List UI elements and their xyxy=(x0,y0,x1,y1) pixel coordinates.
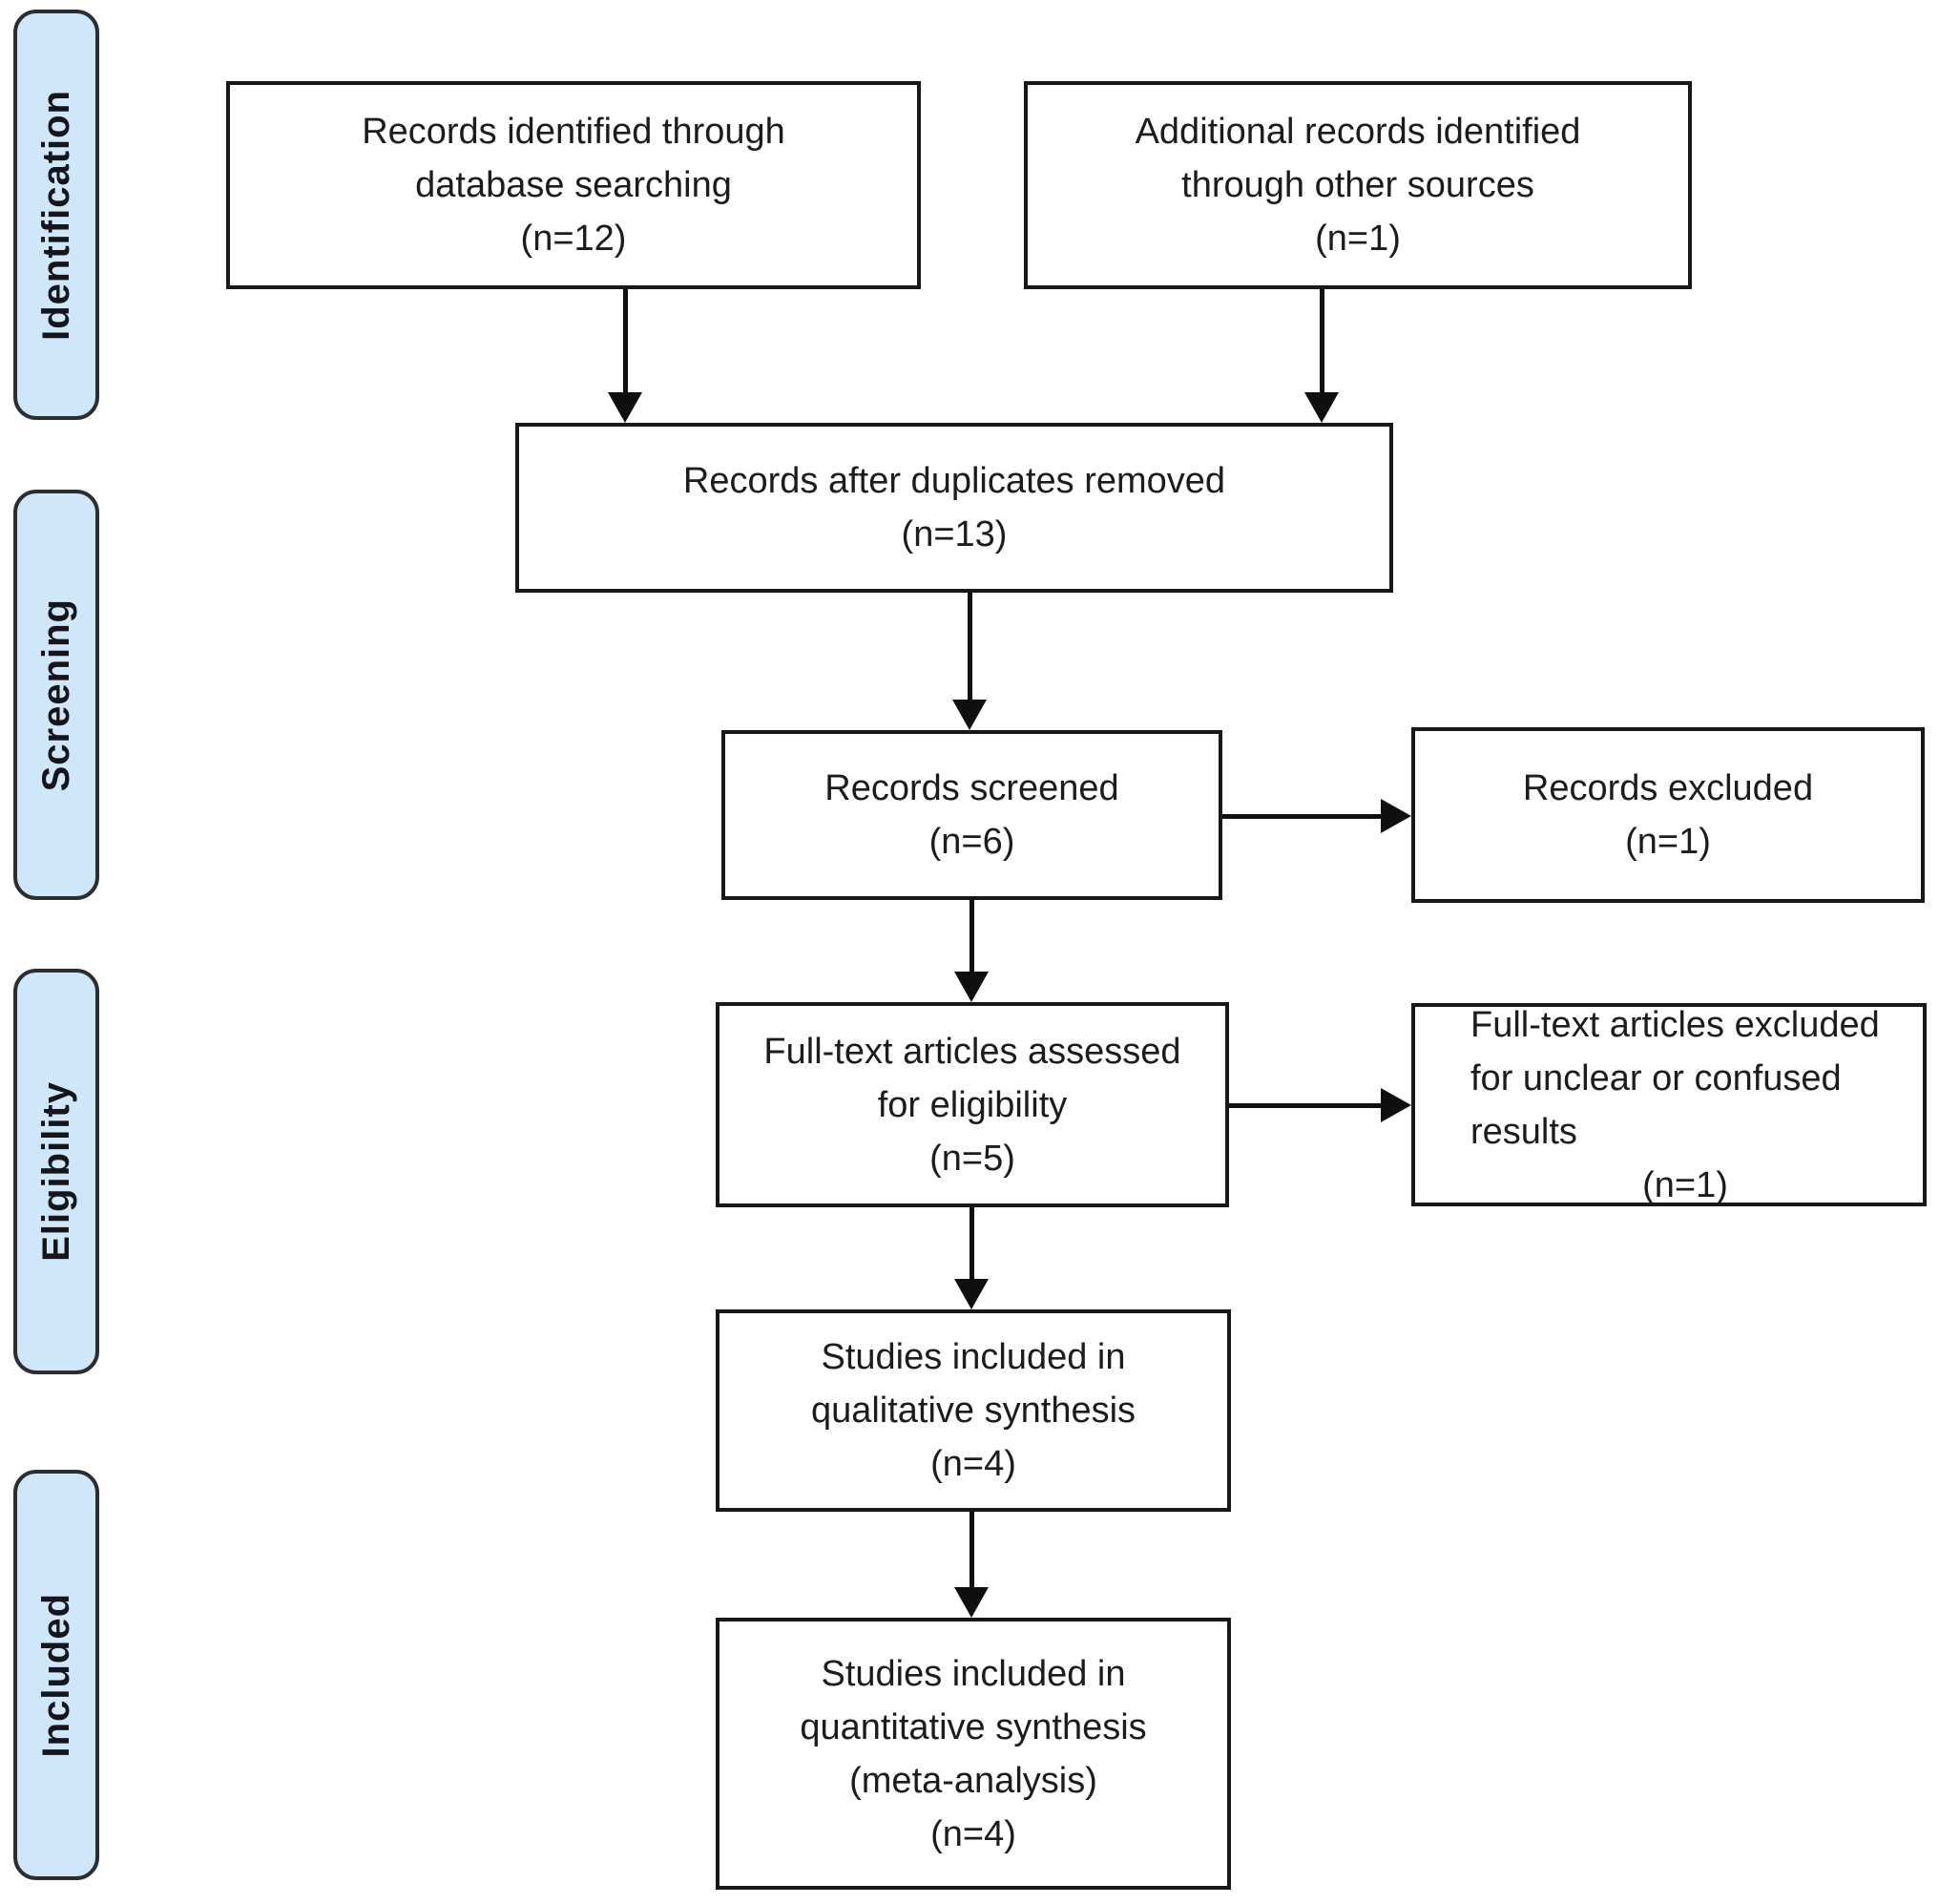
box-line: (n=12) xyxy=(520,219,627,259)
arrow-identified-to-duplicates xyxy=(608,289,642,423)
box-fulltext-assessed: Full-text articles assessed for eligibil… xyxy=(716,1002,1229,1207)
arrow-duplicates-to-screened xyxy=(952,593,987,730)
stage-label-included-text: Included xyxy=(34,1592,77,1758)
box-line: Additional records identified xyxy=(1135,112,1581,152)
stage-label-screening-text: Screening xyxy=(34,597,77,792)
arrowhead-down-icon xyxy=(954,1587,989,1618)
arrow-line xyxy=(969,900,974,973)
arrow-line xyxy=(967,593,972,701)
arrowhead-down-icon xyxy=(608,392,642,423)
stage-label-screening: Screening xyxy=(13,490,99,900)
box-records-excluded: Records excluded (n=1) xyxy=(1411,727,1925,903)
box-line: for eligibility xyxy=(877,1084,1068,1125)
arrowhead-down-icon xyxy=(954,972,989,1002)
box-fulltext-excluded: Full-text articles excluded for unclear … xyxy=(1411,1003,1927,1206)
box-records-screened: Records screened (n=6) xyxy=(721,730,1222,900)
box-records-identified: Records identified through database sear… xyxy=(226,81,921,289)
box-line: (n=4) xyxy=(930,1813,1016,1854)
box-line: (n=13) xyxy=(901,514,1008,554)
box-line: through other sources xyxy=(1181,165,1534,205)
box-line: (n=4) xyxy=(930,1444,1016,1484)
box-qualitative-synthesis: Studies included in qualitative synthesi… xyxy=(716,1309,1231,1512)
box-line: Records after duplicates removed xyxy=(682,461,1226,501)
arrow-screened-to-fulltext xyxy=(954,900,989,1002)
box-line: Studies included in xyxy=(821,1653,1126,1694)
arrowhead-right-icon xyxy=(1381,1088,1411,1122)
arrow-line xyxy=(969,1512,974,1588)
box-line: Studies included in xyxy=(821,1337,1126,1377)
arrow-line xyxy=(1319,289,1324,393)
arrow-line xyxy=(1229,1102,1382,1108)
stage-label-identification-text: Identification xyxy=(34,89,77,341)
arrow-fulltext-to-excluded xyxy=(1229,1088,1411,1122)
arrow-line xyxy=(1222,813,1382,819)
arrow-qualitative-to-quantitative xyxy=(954,1512,989,1618)
arrow-screened-to-excluded xyxy=(1222,799,1411,833)
box-additional-records: Additional records identified through ot… xyxy=(1024,81,1692,289)
box-line: for unclear or confused xyxy=(1470,1057,1842,1098)
box-line: Full-text articles excluded xyxy=(1470,1004,1880,1045)
box-line: (n=1) xyxy=(1315,219,1401,259)
stage-label-identification: Identification xyxy=(13,10,99,420)
box-line: (meta-analysis) xyxy=(849,1760,1097,1801)
arrow-additional-to-duplicates xyxy=(1304,289,1339,423)
arrow-line xyxy=(969,1207,974,1280)
box-line: (n=1) xyxy=(1642,1164,1728,1205)
arrow-line xyxy=(622,289,628,393)
arrowhead-down-icon xyxy=(952,700,987,730)
box-quantitative-synthesis: Studies included in quantitative synthes… xyxy=(716,1618,1231,1890)
box-line: Full-text articles assessed xyxy=(763,1031,1181,1072)
box-line: (n=5) xyxy=(929,1138,1015,1179)
box-line: qualitative synthesis xyxy=(810,1391,1136,1431)
arrowhead-down-icon xyxy=(954,1279,989,1309)
box-line: database searching xyxy=(415,165,732,205)
stage-label-eligibility-text: Eligibility xyxy=(34,1081,77,1262)
box-records-after-duplicates: Records after duplicates removed (n=13) xyxy=(515,423,1393,593)
stage-label-eligibility: Eligibility xyxy=(13,969,99,1374)
stage-label-included: Included xyxy=(13,1470,99,1880)
arrowhead-down-icon xyxy=(1304,392,1339,423)
box-line: Records identified through xyxy=(362,112,785,152)
arrow-fulltext-to-qualitative xyxy=(954,1207,989,1309)
box-line: (n=6) xyxy=(928,822,1015,862)
box-line: (n=1) xyxy=(1625,822,1711,862)
box-line: Records excluded xyxy=(1522,768,1814,808)
arrowhead-right-icon xyxy=(1381,799,1411,833)
box-line: results xyxy=(1470,1111,1577,1152)
box-line: Records screened xyxy=(824,768,1119,808)
box-line: quantitative synthesis xyxy=(800,1706,1147,1747)
